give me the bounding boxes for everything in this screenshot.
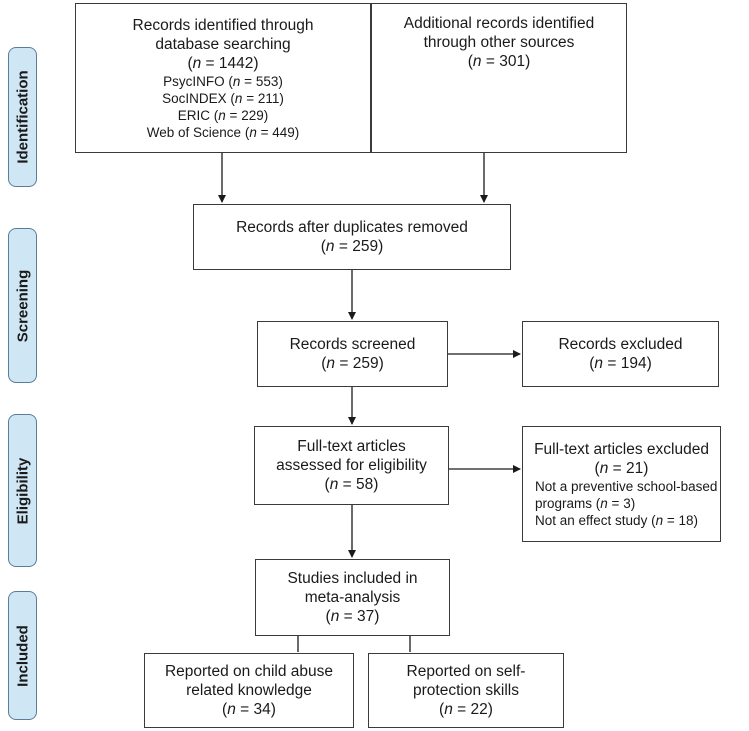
included-line-1: Studies included in	[287, 570, 418, 587]
skills-line-1: Reported on self-	[406, 663, 526, 680]
records-excluded-box: Records excluded (n = 194)	[522, 321, 719, 387]
included-line-2: meta-analysis	[304, 589, 401, 606]
records-excluded-label: Records excluded	[558, 336, 683, 353]
stage-eligibility: Eligibility	[8, 414, 37, 567]
after-duplicates-count: (n = 259)	[320, 238, 384, 255]
source-eric: ERIC (n = 229)	[177, 107, 269, 123]
fulltext-excluded-title: Full-text articles excluded	[534, 440, 709, 458]
fulltext-count: (n = 58)	[324, 476, 379, 493]
source-web-of-science: Web of Science (n = 449)	[146, 124, 300, 140]
after-duplicates-box: Records after duplicates removed (n = 25…	[193, 204, 511, 270]
stage-identification: Identification	[8, 47, 37, 187]
skills-line-2: protection skills	[413, 682, 519, 699]
knowledge-box: Reported on child abuse related knowledg…	[144, 653, 354, 728]
other-sources-line-1: Additional records identified	[403, 15, 595, 32]
other-sources-count: (n = 301)	[467, 53, 531, 70]
db-search-count: (n = 1442)	[187, 54, 259, 72]
stage-included: Included	[8, 591, 37, 720]
records-excluded-count: (n = 194)	[589, 355, 652, 372]
skills-count: (n = 22)	[439, 701, 493, 718]
stage-screening: Screening	[8, 228, 37, 383]
db-search-box: Records identified through database sear…	[75, 3, 371, 153]
records-screened-count: (n = 259)	[321, 355, 384, 372]
fulltext-line-2: assessed for eligibility	[276, 457, 427, 474]
fulltext-excluded-count: (n = 21)	[594, 459, 649, 477]
other-sources-line-2: through other sources	[423, 34, 575, 51]
knowledge-line-1: Reported on child abuse	[164, 663, 334, 680]
db-search-line-2: database searching	[155, 35, 291, 53]
included-count: (n = 37)	[325, 608, 380, 625]
records-screened-label: Records screened	[289, 336, 416, 353]
exclusion-reason-2: Not an effect study (n = 18)	[535, 512, 699, 528]
knowledge-count: (n = 34)	[222, 701, 276, 718]
exclusion-reason-1: Not a preventive school-based programs (…	[535, 478, 718, 511]
source-socindex: SocINDEX (n = 211)	[162, 90, 284, 106]
studies-included-box: Studies included in meta-analysis (n = 3…	[255, 559, 450, 636]
fulltext-excluded-box: Full-text articles excluded (n = 21) Not…	[522, 426, 721, 542]
other-sources-box: Additional records identified through ot…	[371, 3, 627, 153]
db-search-line-1: Records identified through	[132, 16, 314, 34]
skills-box: Reported on self- protection skills (n =…	[368, 653, 564, 728]
knowledge-line-2: related knowledge	[186, 682, 312, 699]
after-duplicates-label: Records after duplicates removed	[236, 219, 468, 236]
fulltext-assessed-box: Full-text articles assessed for eligibil…	[254, 426, 449, 505]
records-screened-box: Records screened (n = 259)	[257, 321, 448, 387]
source-psycinfo: PsycINFO (n = 553)	[163, 73, 283, 89]
fulltext-line-1: Full-text articles	[297, 438, 406, 455]
